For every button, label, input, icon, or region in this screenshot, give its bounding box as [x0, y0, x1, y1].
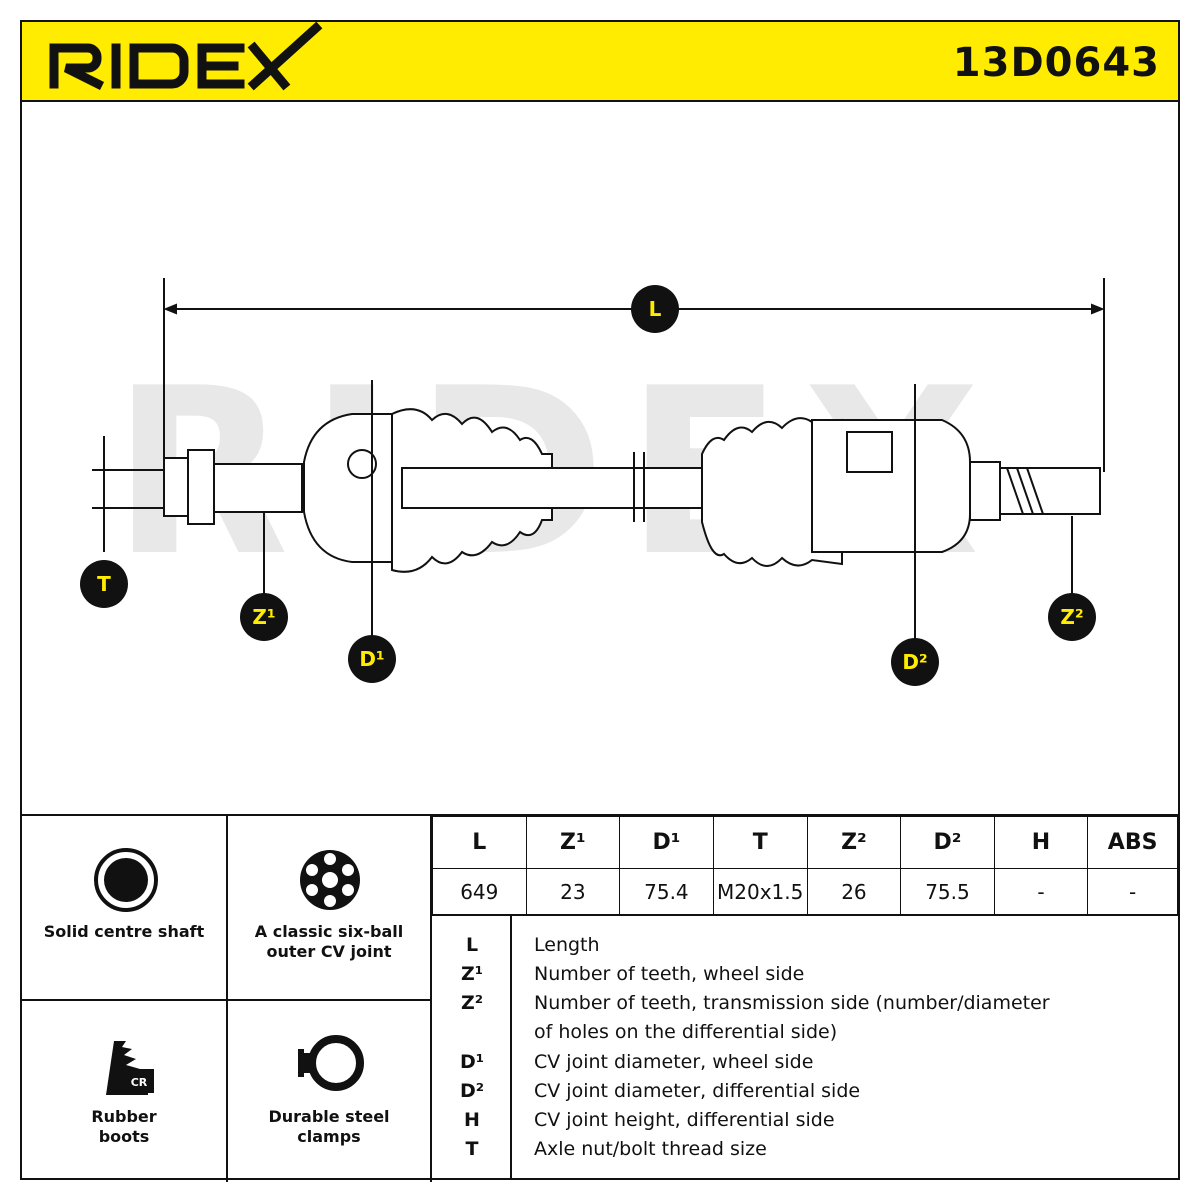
spec-value: 26: [806, 868, 902, 915]
legend-desc: CV joint diameter, wheel side: [534, 1051, 814, 1073]
spec-header: D²: [900, 816, 995, 869]
legend-key: L: [465, 934, 479, 956]
feature-steel-clamps: Durable steel clamps: [228, 1001, 432, 1182]
legend-desc: of holes on the differential side): [534, 1021, 838, 1043]
legend-desc: Number of teeth, wheel side: [534, 963, 805, 985]
divider: [22, 999, 432, 1001]
spec-table: L Z¹ D¹ T Z² D² H ABS 649 23 75.4 M20x1.…: [432, 816, 1178, 915]
marker-Z1: Z¹: [240, 593, 288, 641]
spec-value: 75.4: [619, 868, 714, 915]
marker-T: T: [80, 560, 128, 608]
legend-key: T: [465, 1138, 479, 1160]
spec-header: T: [712, 816, 808, 869]
spec-header: D¹: [619, 816, 714, 869]
spec-header: H: [993, 816, 1089, 869]
driveshaft-diagram: RIDEX: [22, 102, 1178, 814]
steel-clamp-icon: [298, 1035, 364, 1091]
spec-header-row: L Z¹ D¹ T Z² D² H ABS: [432, 816, 1178, 869]
svg-text:CR: CR: [131, 1076, 148, 1089]
svg-text:T: T: [97, 572, 111, 596]
feature-solid-shaft: Solid centre shaft: [22, 816, 228, 999]
legend-desc: CV joint height, differential side: [534, 1109, 835, 1131]
spec-header: ABS: [1087, 816, 1178, 869]
svg-text:D²: D²: [902, 650, 927, 674]
spec-value: -: [1087, 868, 1178, 915]
legend-desc: Axle nut/bolt thread size: [534, 1138, 767, 1160]
marker-D1: D¹: [348, 635, 396, 683]
feature-label: A classic six-ball outer CV joint: [254, 922, 404, 961]
svg-text:Z¹: Z¹: [252, 605, 275, 629]
svg-text:D¹: D¹: [359, 647, 384, 671]
legend-desc: Length: [534, 934, 600, 956]
marker-Z2: Z²: [1048, 593, 1096, 641]
part-number: 13D0643: [952, 40, 1160, 86]
feature-label: Durable steel clamps: [268, 1107, 390, 1146]
spec-header: L: [432, 816, 527, 869]
legend: L Length Z¹ Number of teeth, wheel side …: [432, 914, 1180, 1180]
feature-label: Rubber boots: [91, 1107, 157, 1146]
spec-value-row: 649 23 75.4 M20x1.5 26 75.5 - -: [432, 868, 1178, 915]
specs-section: Solid centre shaft A classic six-ball ou…: [22, 814, 1180, 1182]
feature-rubber-boots: CR Rubber boots: [22, 1001, 228, 1182]
spec-value: 23: [525, 868, 621, 915]
solid-shaft-icon: [94, 848, 158, 912]
legend-key: Z¹: [460, 963, 484, 985]
spec-value: 75.5: [900, 868, 995, 915]
spec-header: Z²: [806, 816, 902, 869]
header-bar: 13D0643: [22, 21, 1178, 102]
spec-value: -: [993, 868, 1089, 915]
svg-text:Z²: Z²: [1060, 605, 1083, 629]
legend-key: D²: [459, 1080, 485, 1102]
legend-desc: Number of teeth, transmission side (numb…: [534, 992, 1050, 1014]
six-ball-joint-icon: [300, 850, 360, 910]
spec-value: 649: [432, 868, 527, 915]
spec-value: M20x1.5: [712, 868, 808, 915]
marker-D2: D²: [891, 638, 939, 686]
legend-desc: CV joint diameter, differential side: [534, 1080, 861, 1102]
legend-key: D¹: [459, 1051, 485, 1073]
brand-logo: [44, 21, 324, 106]
legend-key-column: [432, 916, 512, 1180]
feature-label: Solid centre shaft: [43, 922, 205, 941]
page-frame: 13D0643 RIDEX: [20, 20, 1180, 1182]
feature-six-ball-joint: A classic six-ball outer CV joint: [228, 816, 432, 999]
legend-key: Z²: [460, 992, 484, 1014]
spec-header: Z¹: [525, 816, 621, 869]
rubber-boot-icon: CR: [106, 1041, 154, 1095]
marker-L: L: [631, 285, 679, 333]
legend-key: H: [464, 1109, 480, 1131]
svg-text:L: L: [649, 297, 662, 321]
